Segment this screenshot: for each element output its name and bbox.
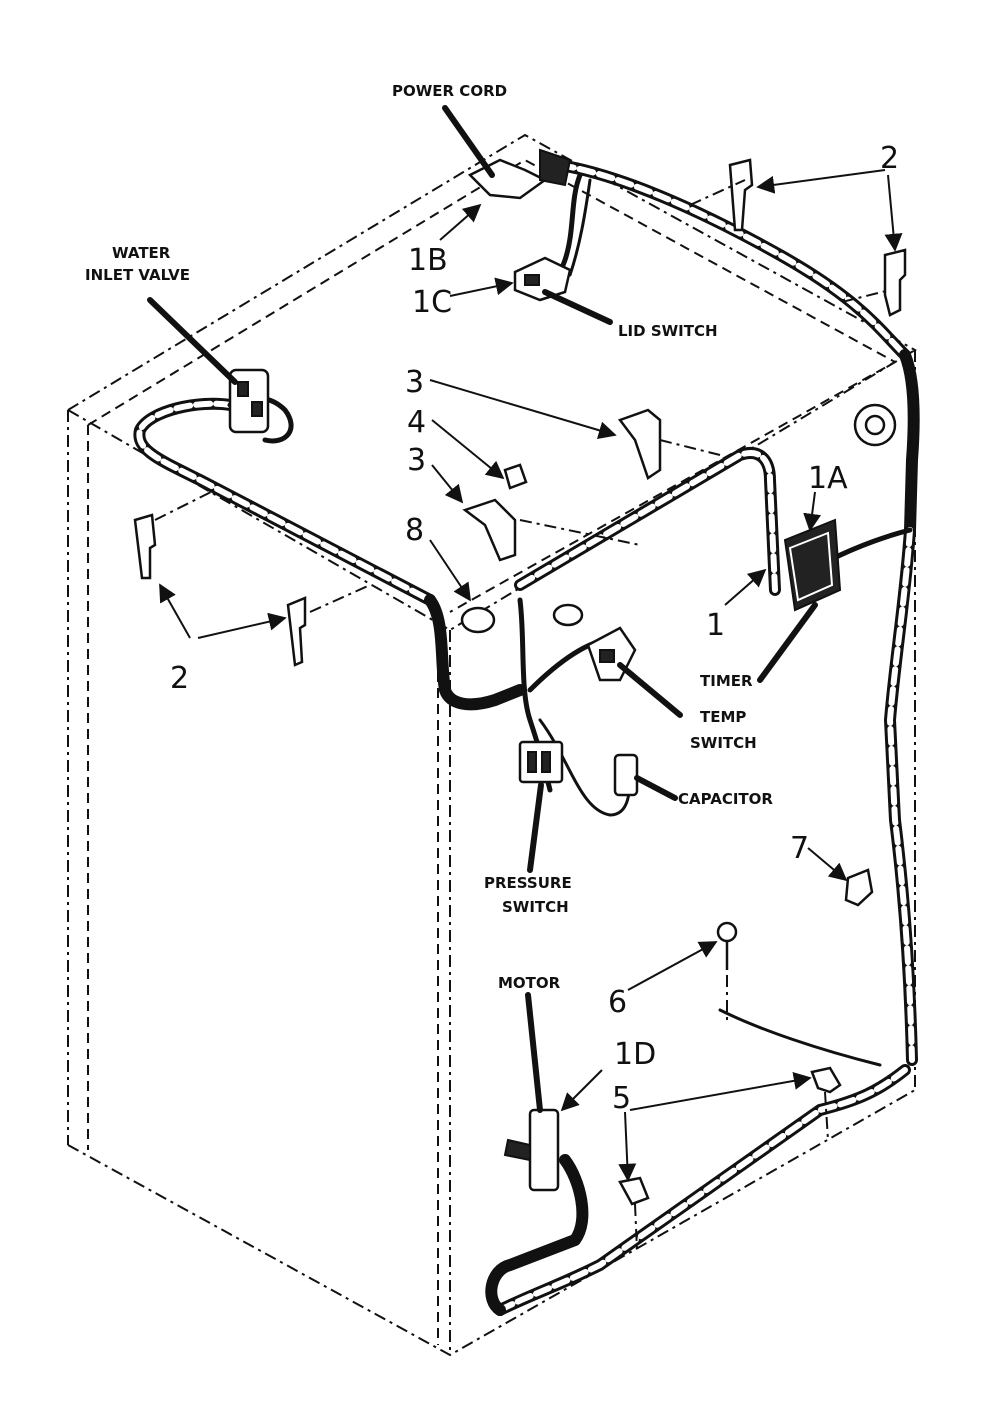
pressure-switch	[518, 740, 564, 784]
lid-switch	[513, 256, 572, 302]
callout-1a: 1A	[808, 461, 848, 496]
callout-3-upper: 3	[405, 365, 424, 400]
callout-3-lower: 3	[407, 443, 426, 478]
clip-2-left-b	[286, 596, 307, 667]
label-motor: MOTOR	[498, 974, 561, 992]
label-pressure-switch-1: PRESSURE	[484, 874, 572, 892]
label-timer: TIMER	[700, 672, 753, 690]
label-temp-switch-2: SWITCH	[690, 734, 757, 752]
clip-7	[844, 868, 874, 907]
callout-2-left: 2	[170, 661, 189, 696]
mounting-lines	[154, 179, 891, 1251]
label-lid-switch: LID SWITCH	[618, 322, 718, 340]
label-power-cord: POWER CORD	[392, 82, 507, 100]
clip-3-lower	[462, 498, 517, 562]
callout-6: 6	[608, 985, 627, 1020]
timer	[783, 518, 842, 612]
callout-numbers: 1B 1C 2 2 3 4 3 8 1A 1 7 6 1D 5	[170, 141, 899, 1116]
label-pressure-switch-2: SWITCH	[502, 898, 569, 916]
callout-1d: 1D	[614, 1037, 656, 1072]
clip-3-upper	[617, 408, 662, 480]
screw-4	[503, 463, 528, 490]
motor-connector	[503, 1108, 560, 1192]
callout-8: 8	[405, 513, 424, 548]
clip-2-top-b	[883, 248, 907, 317]
power-cord-plug	[467, 148, 572, 200]
clip-5-b	[618, 1176, 650, 1206]
screw-6	[716, 921, 738, 970]
clip-5-a	[810, 1066, 842, 1094]
label-water-valve-2: INLET VALVE	[85, 266, 190, 284]
capacitor	[613, 753, 639, 797]
callout-5: 5	[612, 1081, 631, 1116]
grommet-8	[460, 603, 584, 634]
clip-2-left-a	[133, 513, 157, 580]
label-water-valve-1: WATER	[112, 244, 171, 262]
callout-7: 7	[790, 831, 809, 866]
cabinet-outline	[66, 133, 918, 1357]
callout-4: 4	[407, 405, 426, 440]
label-capacitor: CAPACITOR	[678, 790, 773, 808]
leaders	[147, 105, 903, 1182]
main-harness	[133, 159, 920, 1316]
callout-1b: 1B	[408, 243, 448, 278]
callout-1c: 1C	[412, 285, 452, 320]
water-inlet-valve	[228, 368, 270, 434]
cord-strain-relief	[853, 403, 897, 447]
callout-1: 1	[706, 608, 725, 643]
clip-2-top-a	[728, 158, 754, 232]
component-labels: POWER CORD WATER INLET VALVE LID SWITCH …	[85, 82, 773, 992]
label-temp-switch-1: TEMP	[700, 708, 746, 726]
callout-2-top: 2	[880, 141, 899, 176]
